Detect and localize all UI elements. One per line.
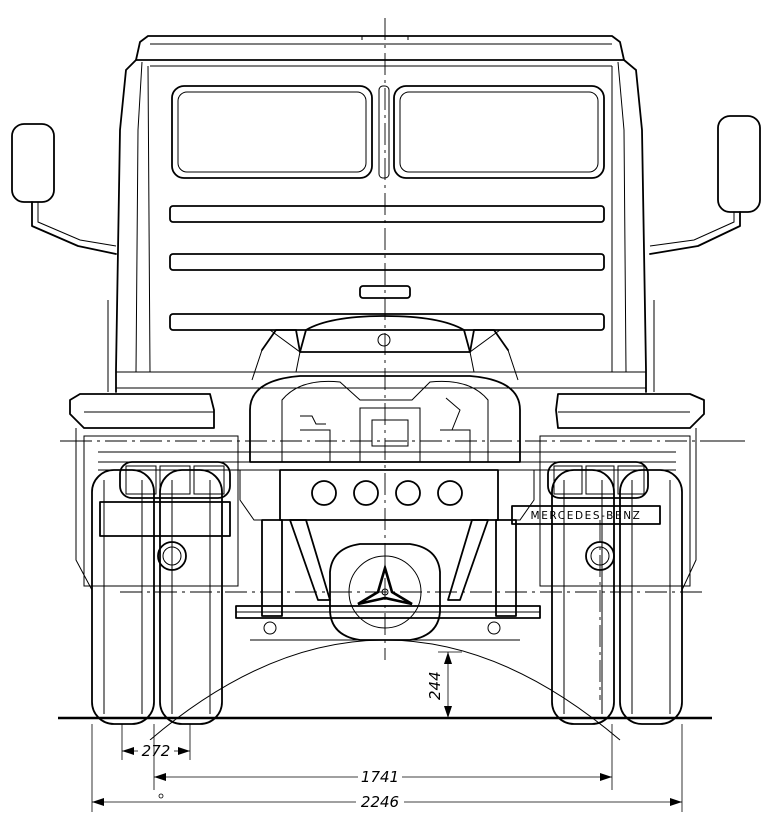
crossmember-hole (395, 480, 421, 506)
left-leaf-spring (261, 519, 283, 617)
ground-clearance-label: 244 (426, 671, 444, 700)
windshield-right (393, 85, 605, 179)
cab-roof (135, 35, 625, 61)
right-outer-tire (619, 469, 683, 725)
left-mirror (11, 123, 117, 255)
center-lines (70, 18, 745, 700)
badge-text: MERCEDES-BENZ (531, 510, 642, 522)
dimension-overall-width: 2246 (91, 724, 683, 812)
crossmember-hole (311, 480, 337, 506)
left-fog-light (157, 541, 187, 571)
right-mirror-glass (717, 115, 761, 213)
right-shock-absorber (447, 519, 489, 601)
left-headlight (119, 461, 231, 499)
left-shock-absorber (289, 519, 331, 601)
right-mirror (649, 115, 761, 255)
dimension-track-width: 1741 (153, 724, 613, 790)
dimension-ground-clearance: 244 (426, 651, 462, 718)
grille-slat-2 (169, 253, 605, 271)
cab-left-side (115, 59, 137, 393)
right-tires (551, 469, 683, 725)
engine-area (249, 315, 521, 463)
left-outer-tire (91, 469, 155, 725)
mercedes-star-icon (357, 563, 413, 606)
left-bumper-plate (99, 501, 231, 537)
right-inner-tire (551, 469, 615, 725)
ground-clearance-arc (149, 639, 621, 741)
left-tires (91, 469, 223, 725)
engine-block (359, 407, 421, 463)
right-leaf-spring (495, 519, 517, 617)
engine-hood-bump (299, 315, 471, 353)
left-inner-tire (159, 469, 223, 725)
left-fender (69, 393, 239, 591)
left-mirror-glass (11, 123, 55, 203)
grille-slat-3 (169, 313, 605, 331)
front-axle (235, 605, 541, 619)
right-headlight (547, 461, 649, 499)
track-width-label: 1741 (361, 768, 399, 786)
cab (107, 35, 655, 393)
grille-handle (359, 285, 411, 299)
differential-housing (329, 543, 441, 641)
tire-width-label: 272 (142, 742, 171, 760)
crossmember-hole (437, 480, 463, 506)
dimension-tire-width: 272 (121, 724, 191, 760)
cab-right-side (623, 59, 647, 393)
crossmember-hole (353, 480, 379, 506)
overall-width-label: 2246 (361, 793, 399, 811)
engine-bay-frame (249, 375, 521, 463)
grille-slat-1 (169, 205, 605, 223)
windshield-left (171, 85, 373, 179)
badge-plate: MERCEDES-BENZ (511, 505, 661, 525)
right-fender (539, 393, 705, 591)
badge-plate-frame (511, 505, 661, 525)
right-fog-light (585, 541, 615, 571)
